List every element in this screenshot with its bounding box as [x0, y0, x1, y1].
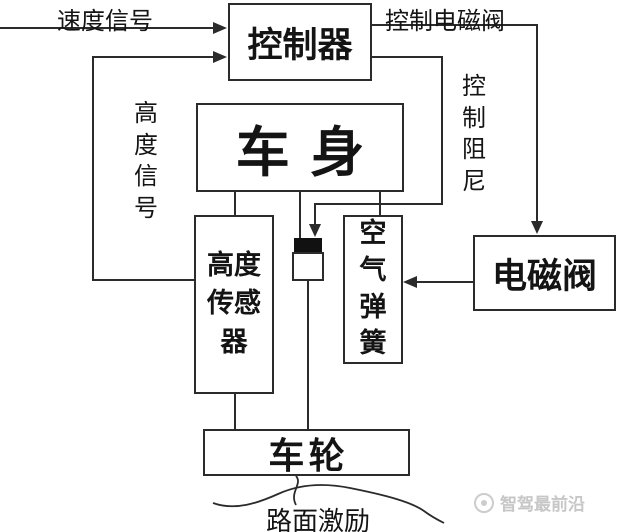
block-solenoid-valve-label: 电磁阀: [491, 256, 597, 297]
block-controller: 控制器: [228, 3, 372, 81]
block-controller-label: 控制器: [247, 25, 353, 66]
edge-label-speed-signal: 速度信号: [57, 7, 153, 35]
block-air-spring: 空气弹簧: [343, 215, 403, 364]
block-vehicle-body: 车身: [196, 103, 404, 192]
watermark: 智驾最前沿: [474, 490, 585, 515]
arrowhead-solenoid-spring: [403, 276, 417, 288]
block-height-sensor-label: 高度传感器: [207, 250, 261, 358]
block-vehicle-body-label: 车身: [235, 121, 385, 184]
damper-piston: [294, 238, 322, 253]
edge-label-control-solenoid-valve: 控制电磁阀: [385, 7, 505, 35]
edge-label-control-damping: 控制阻尼: [462, 72, 486, 196]
arrowhead-height-signal: [213, 51, 227, 63]
block-wheel: 车轮: [203, 429, 410, 477]
edge-height-signal: [92, 56, 213, 281]
arrowhead-control-damping: [309, 224, 321, 237]
edge-control-damping: [314, 56, 443, 224]
damper-cylinder: [292, 252, 324, 281]
block-height-sensor: 高度传感器: [194, 215, 274, 394]
watermark-text: 智驾最前沿: [500, 495, 585, 515]
block-solenoid-valve: 电磁阀: [473, 235, 616, 311]
road-excitation-label: 路面激励: [266, 507, 371, 532]
block-wheel-label: 车轮: [268, 435, 349, 477]
edge-label-height-signal: 高度信号: [134, 99, 158, 223]
arrowhead-control-solenoid: [531, 221, 543, 234]
arrowhead-speed-signal: [213, 22, 227, 34]
watermark-logo-icon: [474, 492, 494, 513]
road-wave-line: [212, 484, 445, 524]
block-air-spring-label: 空气弹簧: [359, 218, 387, 360]
edge-control-solenoid: [372, 24, 538, 221]
